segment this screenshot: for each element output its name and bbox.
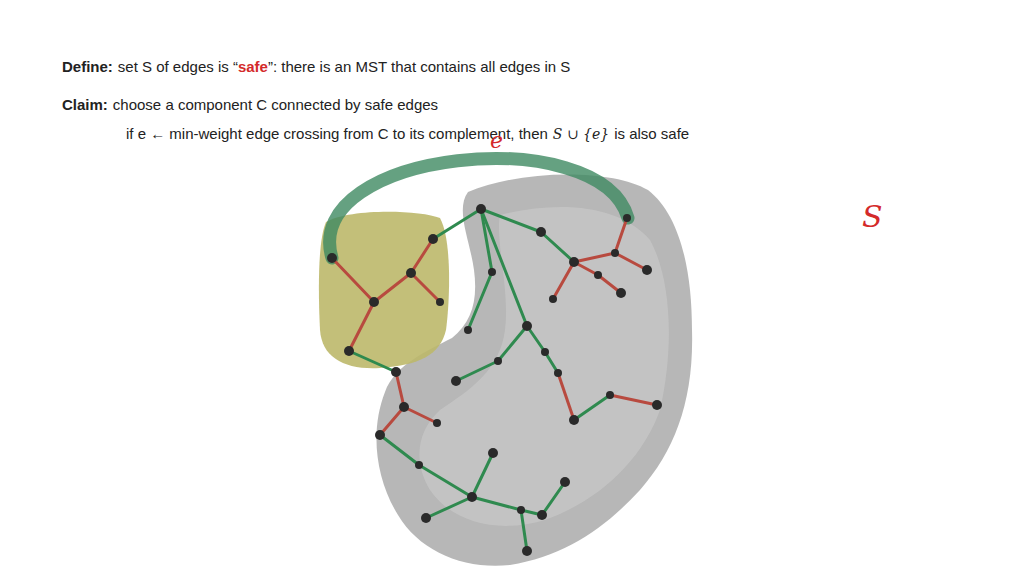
text-line: Claim: choose a component C connected by … bbox=[62, 96, 438, 113]
slide-text: is also safe bbox=[614, 125, 689, 142]
graph-edges bbox=[332, 209, 657, 551]
slide-text: safe bbox=[238, 58, 268, 75]
slide-text: ”: there is an MST that contains all edg… bbox=[268, 58, 570, 75]
complement-inner-shade bbox=[419, 207, 668, 526]
slide-text: set S of edges is “ bbox=[118, 58, 238, 75]
handwritten-label: S bbox=[862, 202, 883, 232]
graph-vertices bbox=[327, 204, 662, 556]
min-crossing-edge bbox=[330, 159, 628, 258]
text-line: Define: set S of edges is “safe”: there i… bbox=[62, 58, 570, 75]
slide-text: Define: bbox=[62, 58, 113, 75]
text-line: if e ← min-weight edge crossing from C t… bbox=[126, 125, 689, 142]
slide-text: choose a component C connected by safe e… bbox=[113, 96, 438, 113]
slide-text: S ∪ {e} bbox=[553, 126, 609, 142]
handwritten-label: e bbox=[490, 130, 503, 152]
slide-text: Claim: bbox=[62, 96, 108, 113]
component-c-region bbox=[319, 212, 449, 368]
slide-text: if e ← min-weight edge crossing from C t… bbox=[126, 125, 548, 142]
